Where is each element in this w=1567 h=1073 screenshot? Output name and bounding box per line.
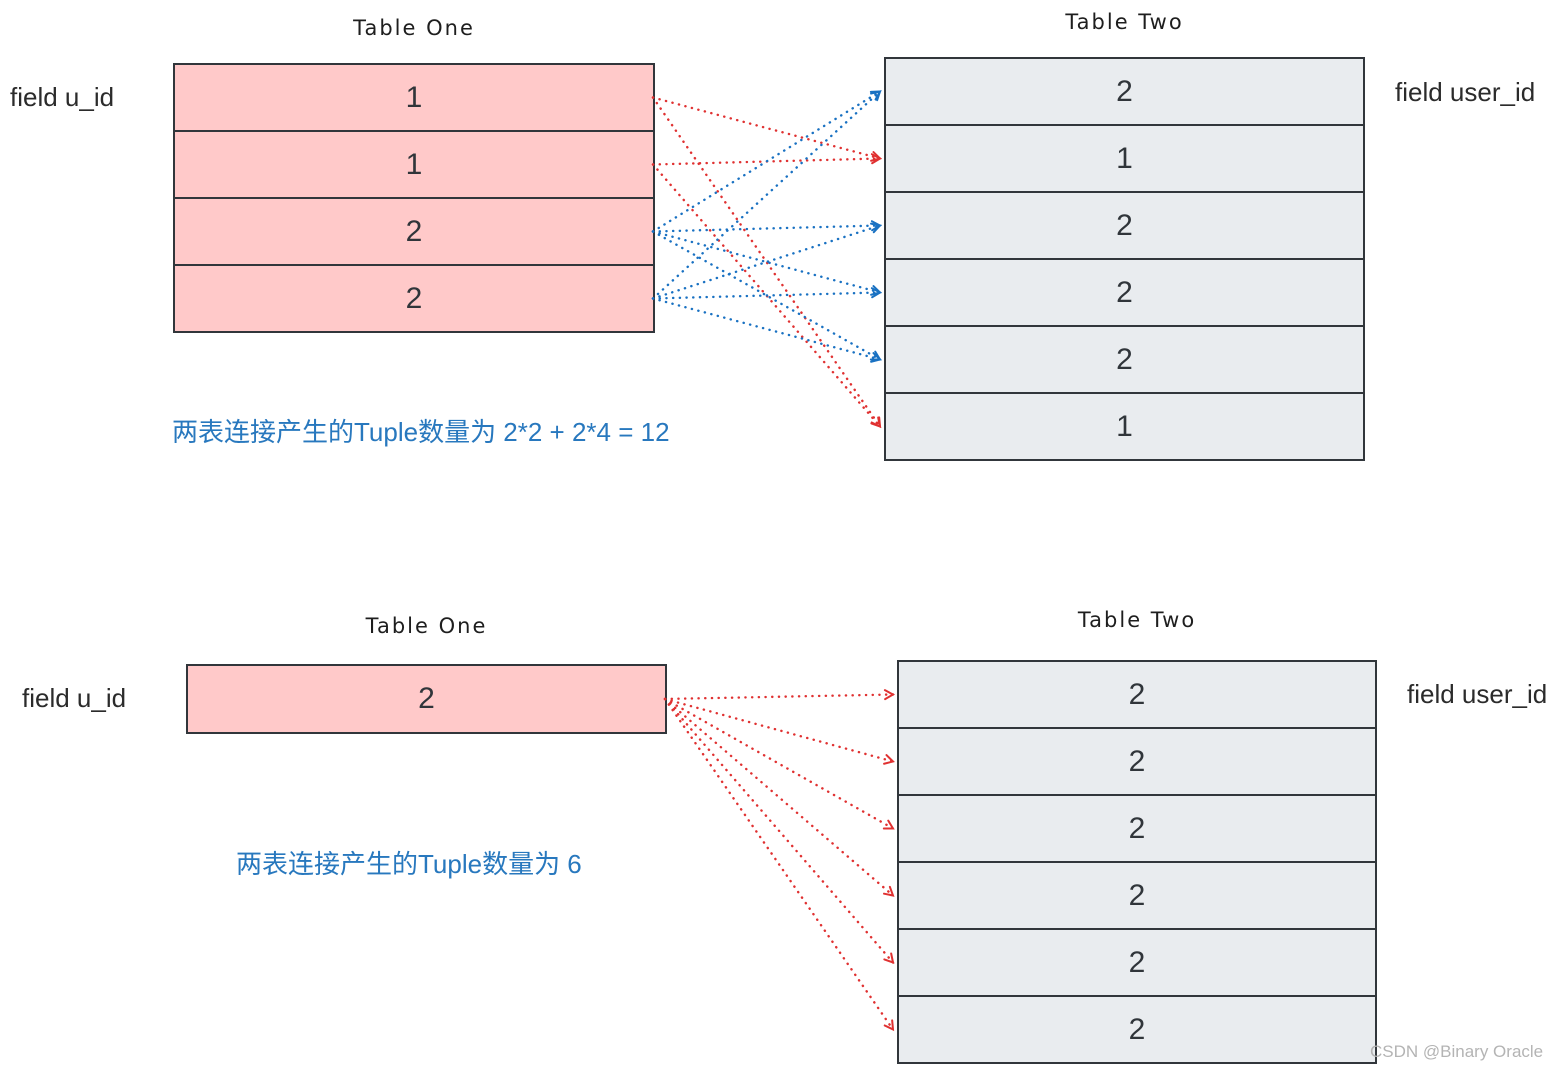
join-arrow-red bbox=[663, 697, 895, 830]
table-row: 1 bbox=[173, 63, 655, 132]
diagram1-field-u-id-label: field u_id bbox=[10, 82, 115, 112]
table-row: 2 bbox=[884, 191, 1365, 260]
table-row: 2 bbox=[897, 861, 1377, 930]
diagram2-tuple-count-caption: 两表连接产生的Tuple数量为 6 bbox=[236, 849, 582, 879]
join-arrow-red bbox=[663, 689, 896, 701]
diagram2-field-user-id-label: field user_id bbox=[1407, 679, 1548, 709]
join-arrow-red bbox=[663, 697, 895, 965]
table-row: 2 bbox=[897, 727, 1377, 796]
join-arrow-red bbox=[651, 96, 882, 429]
table-row: 1 bbox=[173, 130, 655, 199]
table-row: 2 bbox=[897, 660, 1377, 729]
join-arrow-blue bbox=[651, 287, 883, 300]
join-arrow-red bbox=[651, 96, 882, 162]
diagram1-table-one-title: Table One bbox=[353, 16, 475, 40]
table-row: 1 bbox=[884, 392, 1365, 461]
join-arrow-red bbox=[663, 697, 895, 1032]
diagram1-table-two-title: Table Two bbox=[1065, 10, 1184, 34]
join-arrow-red bbox=[663, 697, 895, 897]
diagram1-field-user-id-label: field user_id bbox=[1395, 77, 1536, 107]
table-row: 2 bbox=[897, 928, 1377, 997]
diagram2-table-one-title: Table One bbox=[365, 614, 488, 638]
join-arrow-blue bbox=[651, 230, 882, 361]
join-arrow-blue bbox=[651, 297, 882, 363]
join-arrow-red bbox=[663, 697, 895, 765]
diagram2-table-two-title: Table Two bbox=[1077, 608, 1197, 632]
table-row: 1 bbox=[884, 124, 1365, 193]
join-arrow-blue bbox=[651, 220, 883, 233]
diagram2-table-one: 2 bbox=[186, 664, 667, 734]
diagram2-field-u-id-label: field u_id bbox=[22, 683, 127, 713]
join-arrow-blue bbox=[651, 90, 882, 233]
table-row: 2 bbox=[897, 794, 1377, 863]
table-row: 2 bbox=[884, 57, 1365, 126]
table-row: 2 bbox=[173, 197, 655, 266]
join-arrow-blue bbox=[651, 90, 882, 300]
table-row: 2 bbox=[186, 664, 667, 734]
join-arrow-blue bbox=[651, 230, 882, 296]
table-row: 2 bbox=[897, 995, 1377, 1064]
watermark-text: CSDN @Binary Oracle bbox=[1370, 1042, 1544, 1061]
diagram1-tuple-count-caption: 两表连接产生的Tuple数量为 2*2 + 2*4 = 12 bbox=[172, 417, 670, 447]
table-row: 2 bbox=[884, 325, 1365, 394]
join-arrow-red bbox=[651, 163, 882, 429]
join-arrow-red bbox=[651, 153, 883, 166]
table-row: 2 bbox=[884, 258, 1365, 327]
table-row: 2 bbox=[173, 264, 655, 333]
join-arrow-blue bbox=[651, 222, 882, 300]
